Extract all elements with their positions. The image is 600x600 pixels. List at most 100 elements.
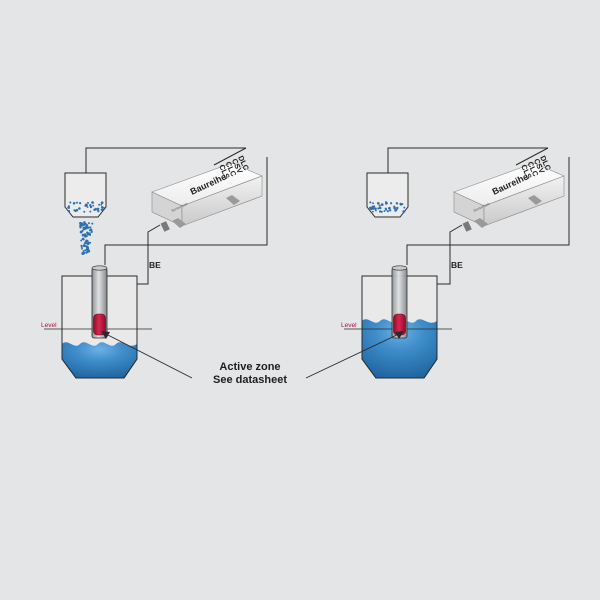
annotation-line-1: Active zone bbox=[219, 361, 280, 373]
particle bbox=[380, 203, 384, 206]
particle bbox=[389, 209, 392, 212]
particle bbox=[369, 201, 372, 204]
liquid-left bbox=[62, 342, 137, 378]
particle bbox=[80, 244, 83, 247]
device-brand-left: SensoTech bbox=[171, 202, 189, 213]
particle bbox=[74, 209, 77, 213]
particle bbox=[82, 223, 86, 226]
particle bbox=[86, 226, 90, 229]
particle bbox=[69, 201, 72, 204]
particle bbox=[86, 233, 89, 236]
particle bbox=[98, 203, 101, 206]
particle bbox=[371, 210, 374, 213]
particles-in-hopper-left bbox=[67, 201, 105, 213]
particle bbox=[376, 201, 380, 205]
particle bbox=[81, 222, 84, 225]
particle bbox=[82, 244, 86, 248]
particle bbox=[81, 237, 85, 241]
particle bbox=[81, 247, 83, 250]
particle bbox=[89, 210, 92, 213]
active-zone-left bbox=[93, 313, 106, 336]
particle bbox=[86, 242, 89, 245]
particle bbox=[399, 202, 402, 205]
signal-label-left: BE bbox=[149, 260, 161, 270]
pointer-line-left bbox=[103, 332, 193, 379]
particle bbox=[378, 210, 382, 213]
particle bbox=[378, 204, 381, 207]
particle bbox=[384, 207, 387, 210]
probe-right bbox=[391, 265, 408, 339]
particle bbox=[372, 202, 374, 205]
particle bbox=[383, 210, 386, 213]
particle bbox=[85, 251, 88, 254]
hopper-left bbox=[64, 172, 107, 256]
particle bbox=[86, 206, 89, 208]
particle bbox=[395, 202, 399, 205]
particle bbox=[72, 202, 75, 205]
particle bbox=[85, 224, 89, 227]
particle bbox=[103, 206, 105, 209]
particle bbox=[377, 207, 380, 210]
arrow-head-left bbox=[101, 331, 110, 339]
tank-right bbox=[361, 275, 438, 379]
falling-particles-left bbox=[79, 221, 94, 256]
particle bbox=[374, 207, 377, 210]
particle bbox=[378, 206, 382, 210]
particle bbox=[393, 206, 396, 210]
particle bbox=[402, 210, 406, 213]
particle bbox=[396, 206, 399, 210]
annotation: Active zone See datasheet bbox=[101, 331, 404, 386]
particle bbox=[389, 202, 393, 205]
particle bbox=[83, 210, 86, 213]
diagram-left: Level BE SensoTech Baureihe CLS bbox=[41, 147, 268, 379]
pointer-line-right bbox=[305, 332, 402, 379]
particle bbox=[388, 206, 391, 210]
particle bbox=[92, 201, 94, 204]
annotation-line-2: See datasheet bbox=[213, 374, 287, 386]
particle bbox=[89, 228, 93, 232]
particle bbox=[89, 205, 93, 209]
particle bbox=[88, 241, 92, 244]
particle bbox=[84, 249, 87, 252]
particle bbox=[89, 204, 92, 207]
particle bbox=[394, 209, 397, 212]
particle bbox=[67, 206, 70, 209]
particle bbox=[100, 203, 103, 206]
particle bbox=[82, 228, 85, 231]
particle bbox=[87, 201, 89, 204]
particle bbox=[369, 207, 373, 211]
particle bbox=[97, 210, 100, 213]
particle bbox=[100, 205, 104, 209]
particle bbox=[101, 208, 104, 211]
particle bbox=[85, 239, 88, 243]
particle bbox=[78, 207, 81, 210]
level-label-right: Level bbox=[341, 322, 357, 329]
particle bbox=[79, 224, 82, 227]
particle bbox=[371, 206, 375, 210]
probe-left bbox=[91, 265, 108, 339]
particle bbox=[86, 247, 90, 250]
diagram-right: Level BE SensoTech Baureihe CLS CLC bbox=[341, 147, 570, 379]
particle bbox=[81, 233, 85, 237]
signal-label-right: BE bbox=[451, 260, 463, 270]
particles-in-hopper-right bbox=[369, 201, 406, 213]
particle bbox=[93, 208, 97, 211]
particle bbox=[88, 222, 90, 225]
particle bbox=[100, 201, 104, 205]
liquid-right bbox=[362, 319, 437, 378]
hopper-right bbox=[366, 172, 409, 218]
particle bbox=[89, 226, 92, 229]
particle bbox=[386, 210, 389, 213]
electronics-box-left: SensoTech Baureihe CLS CLC CSV DLC bbox=[151, 154, 263, 232]
particle bbox=[385, 202, 388, 205]
particle bbox=[67, 209, 71, 213]
particle bbox=[79, 230, 83, 234]
particle bbox=[80, 239, 83, 242]
arrow-head-right bbox=[395, 331, 404, 339]
particle bbox=[84, 204, 87, 207]
particle bbox=[375, 209, 377, 212]
particle bbox=[78, 201, 82, 205]
particle bbox=[82, 251, 86, 255]
